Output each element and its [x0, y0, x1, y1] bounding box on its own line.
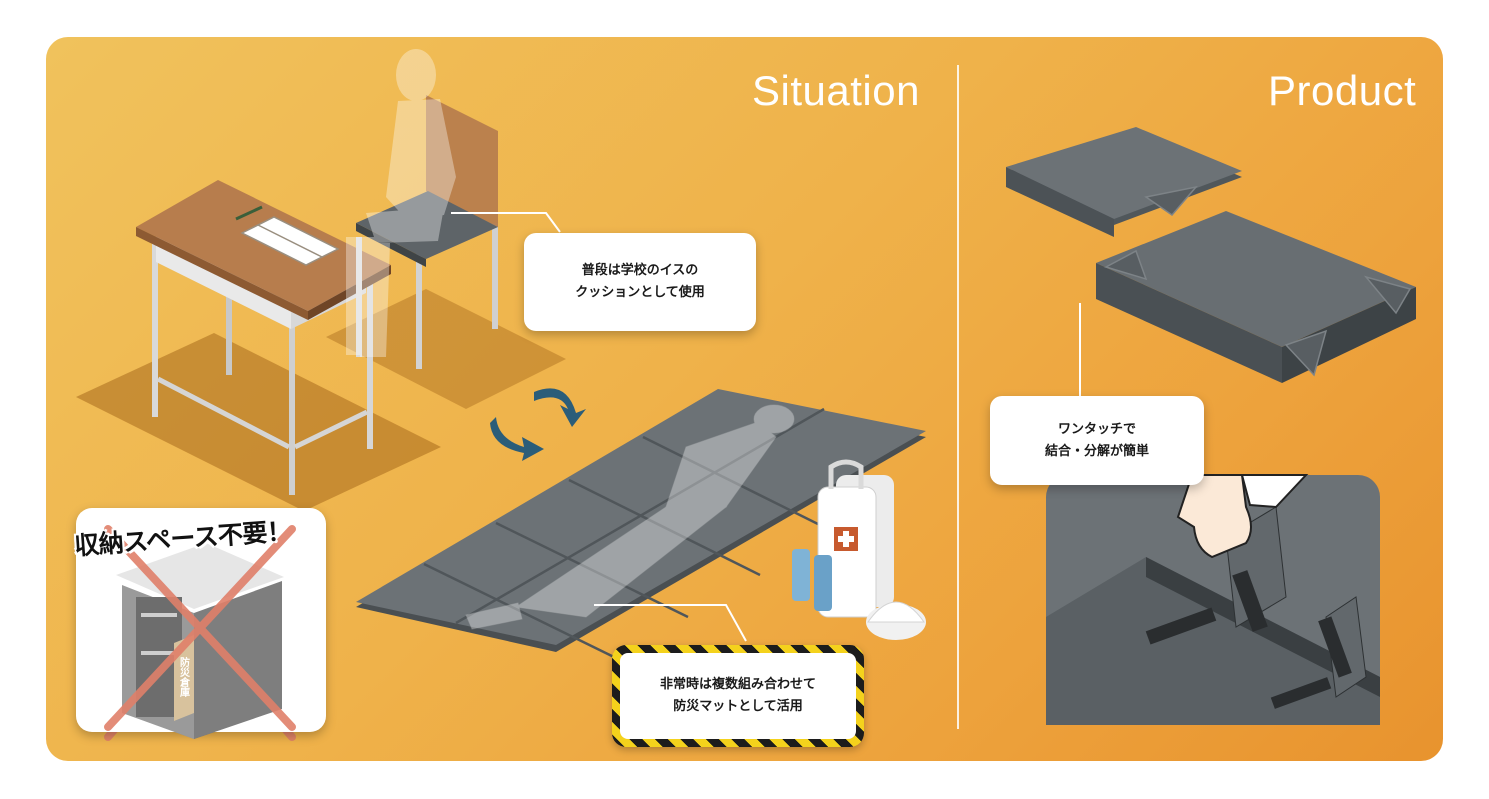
chair-cushion-line-1: 普段は学校のイスの	[581, 263, 699, 278]
floor-mat-illustration	[356, 389, 926, 661]
one-touch-line-2: 結合・分解が簡単	[1044, 443, 1149, 459]
cycle-arrows-icon	[490, 388, 586, 461]
desk-and-chair-illustration	[76, 49, 566, 511]
disaster-mat-line-2: 防災マットとして活用	[673, 699, 803, 714]
cushion-product-illustration	[1006, 127, 1416, 397]
emergency-supplies-illustration	[792, 459, 926, 640]
disaster-mat-callout: 非常時は複数組み合わせて 防災マットとして活用	[612, 645, 864, 747]
chair-cushion-line-2: クッションとして使用	[575, 285, 705, 300]
disaster-mat-text: 非常時は複数組み合わせて 防災マットとして活用	[620, 653, 856, 739]
chair-cushion-callout: 普段は学校のイスの クッションとして使用	[524, 233, 756, 331]
velcro-closeup-illustration	[1046, 474, 1380, 725]
one-touch-callout: ワンタッチで 結合・分解が簡単	[990, 396, 1204, 485]
illustration-panel: Situation Product 普段は学校のイスの クッションとして使用 ワ…	[46, 37, 1443, 761]
one-touch-line-1: ワンタッチで	[1057, 421, 1136, 437]
disaster-mat-line-1: 非常時は複数組み合わせて	[659, 677, 816, 692]
product-heading: Product	[1268, 67, 1417, 114]
situation-heading: Situation	[752, 67, 920, 114]
